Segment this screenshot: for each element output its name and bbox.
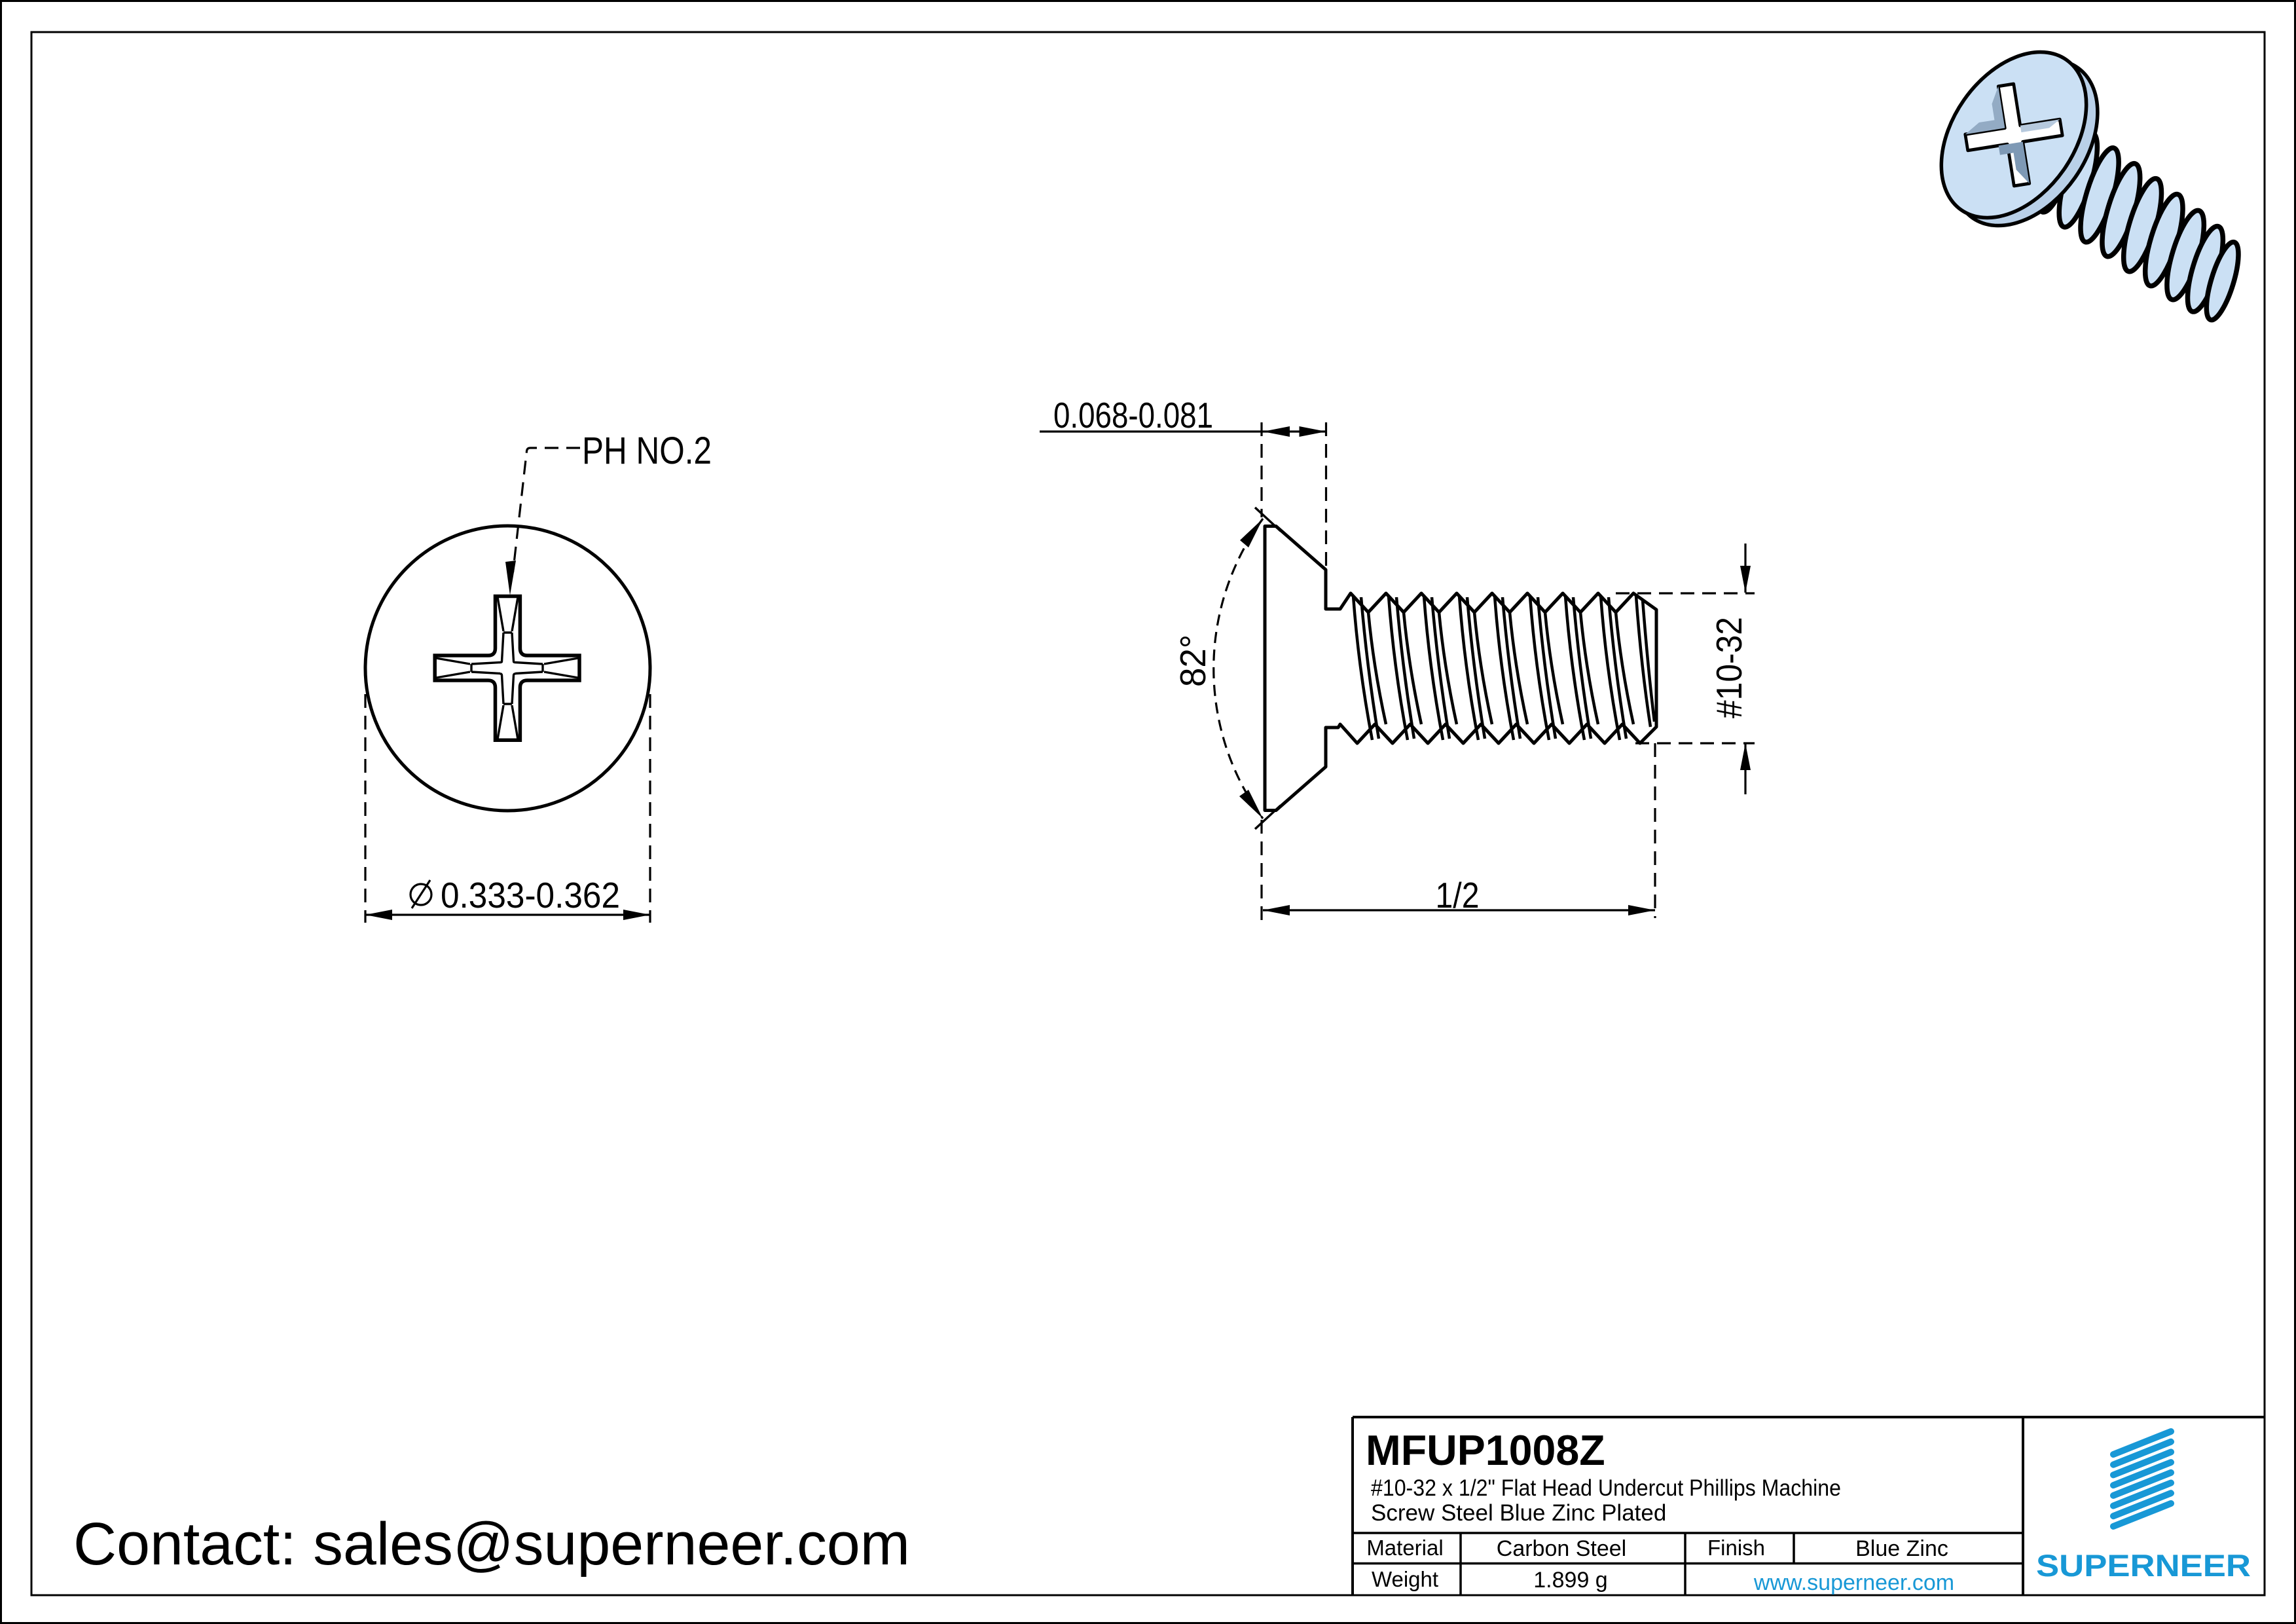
svg-text:0.333-0.362: 0.333-0.362	[441, 875, 620, 915]
svg-text:Finish: Finish	[1707, 1536, 1765, 1560]
svg-text:0.068-0.081: 0.068-0.081	[1053, 395, 1213, 435]
svg-text:Material: Material	[1366, 1536, 1443, 1560]
svg-text:Weight: Weight	[1372, 1567, 1438, 1591]
svg-text:www.superneer.com: www.superneer.com	[1753, 1570, 1954, 1595]
svg-text:#10-32: #10-32	[1709, 617, 1749, 718]
svg-text:#10-32 x 1/2" Flat Head Underc: #10-32 x 1/2" Flat Head Undercut Phillip…	[1371, 1475, 1841, 1501]
svg-text:1/2: 1/2	[1436, 875, 1480, 915]
svg-text:SUPERNEER: SUPERNEER	[2036, 1548, 2251, 1583]
svg-text:Screw Steel Blue Zinc Plated: Screw Steel Blue Zinc Plated	[1371, 1500, 1666, 1526]
svg-text:82°: 82°	[1173, 635, 1213, 687]
svg-text:1.899 g: 1.899 g	[1533, 1568, 1607, 1593]
svg-text:Blue Zinc: Blue Zinc	[1855, 1536, 1948, 1561]
svg-text:MFUP1008Z: MFUP1008Z	[1366, 1427, 1605, 1474]
svg-text:Carbon Steel: Carbon Steel	[1497, 1536, 1626, 1561]
svg-text:PH NO.2: PH NO.2	[582, 430, 712, 472]
svg-text:Contact: sales@superneer.com: Contact: sales@superneer.com	[73, 1511, 910, 1578]
